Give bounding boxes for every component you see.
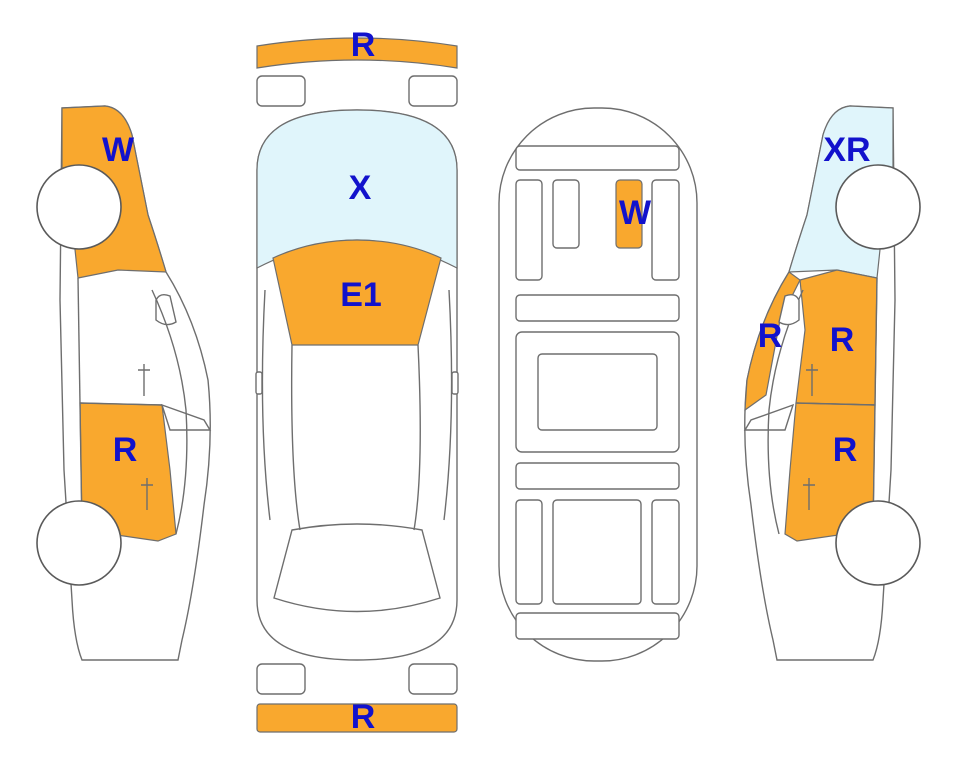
rear-bumper-panel bbox=[256, 703, 458, 733]
top-left-mirror bbox=[255, 371, 263, 395]
right-rear-door-label: R bbox=[833, 431, 858, 469]
right-mirror bbox=[743, 403, 795, 431]
interior-left-seat bbox=[552, 179, 580, 249]
right-front-door-label: R bbox=[830, 321, 855, 359]
interior-middle-bar bbox=[515, 294, 680, 322]
interior-view: W bbox=[498, 107, 698, 662]
left-pillar-line bbox=[151, 289, 188, 535]
right-pillar-line bbox=[767, 289, 804, 535]
left-rear-door-label: R bbox=[113, 431, 138, 469]
rear-bumper-label: R bbox=[351, 698, 376, 736]
left-front-handle bbox=[138, 364, 150, 396]
right-front-handle bbox=[806, 364, 818, 396]
left-side-view: W R bbox=[36, 105, 212, 661]
interior-rear-left bbox=[515, 499, 543, 605]
front-bumper-label: R bbox=[351, 26, 376, 64]
front-right-headlight bbox=[408, 75, 458, 107]
right-rear-handle bbox=[803, 478, 815, 510]
left-mirror bbox=[160, 403, 212, 431]
right-front-pillar-label: R bbox=[758, 317, 783, 355]
interior-rear-bar bbox=[515, 462, 680, 490]
top-side-lines bbox=[261, 289, 453, 521]
right-door-line-a bbox=[872, 277, 878, 531]
top-cabin-lines bbox=[290, 344, 421, 531]
roof-panel bbox=[615, 179, 643, 249]
right-front-wheel bbox=[835, 164, 921, 250]
rear-left-taillight bbox=[256, 663, 306, 695]
top-right-mirror bbox=[451, 371, 459, 395]
right-door-split bbox=[795, 402, 876, 406]
interior-front-bar bbox=[515, 145, 680, 171]
interior-rear-right bbox=[651, 499, 680, 605]
interior-rear-center bbox=[552, 499, 642, 605]
left-rear-wheel bbox=[36, 500, 122, 586]
right-side-view: XR R R R bbox=[743, 105, 921, 661]
hood-label: E1 bbox=[340, 276, 382, 314]
right-front-fender-label: XR bbox=[823, 131, 870, 169]
left-front-fender-label: W bbox=[102, 131, 135, 169]
left-door-line-a bbox=[77, 277, 83, 531]
hood-panel bbox=[272, 239, 442, 346]
interior-left-strip bbox=[515, 179, 543, 281]
left-rear-handle bbox=[141, 478, 153, 510]
rear-window-line bbox=[273, 523, 441, 613]
left-door-split bbox=[79, 402, 163, 406]
rear-right-taillight bbox=[408, 663, 458, 695]
front-bumper-panel bbox=[256, 37, 458, 69]
right-side-window bbox=[778, 293, 800, 326]
interior-right-strip bbox=[651, 179, 680, 281]
left-side-window bbox=[155, 293, 177, 326]
windshield-label: X bbox=[349, 169, 372, 207]
interior-center-inner bbox=[537, 353, 658, 431]
roof-panel-label: W bbox=[619, 194, 652, 232]
front-left-headlight bbox=[256, 75, 306, 107]
left-front-wheel bbox=[36, 164, 122, 250]
interior-back-bar bbox=[515, 612, 680, 640]
top-view: R X E1 R bbox=[255, 26, 459, 736]
right-rear-wheel bbox=[835, 500, 921, 586]
